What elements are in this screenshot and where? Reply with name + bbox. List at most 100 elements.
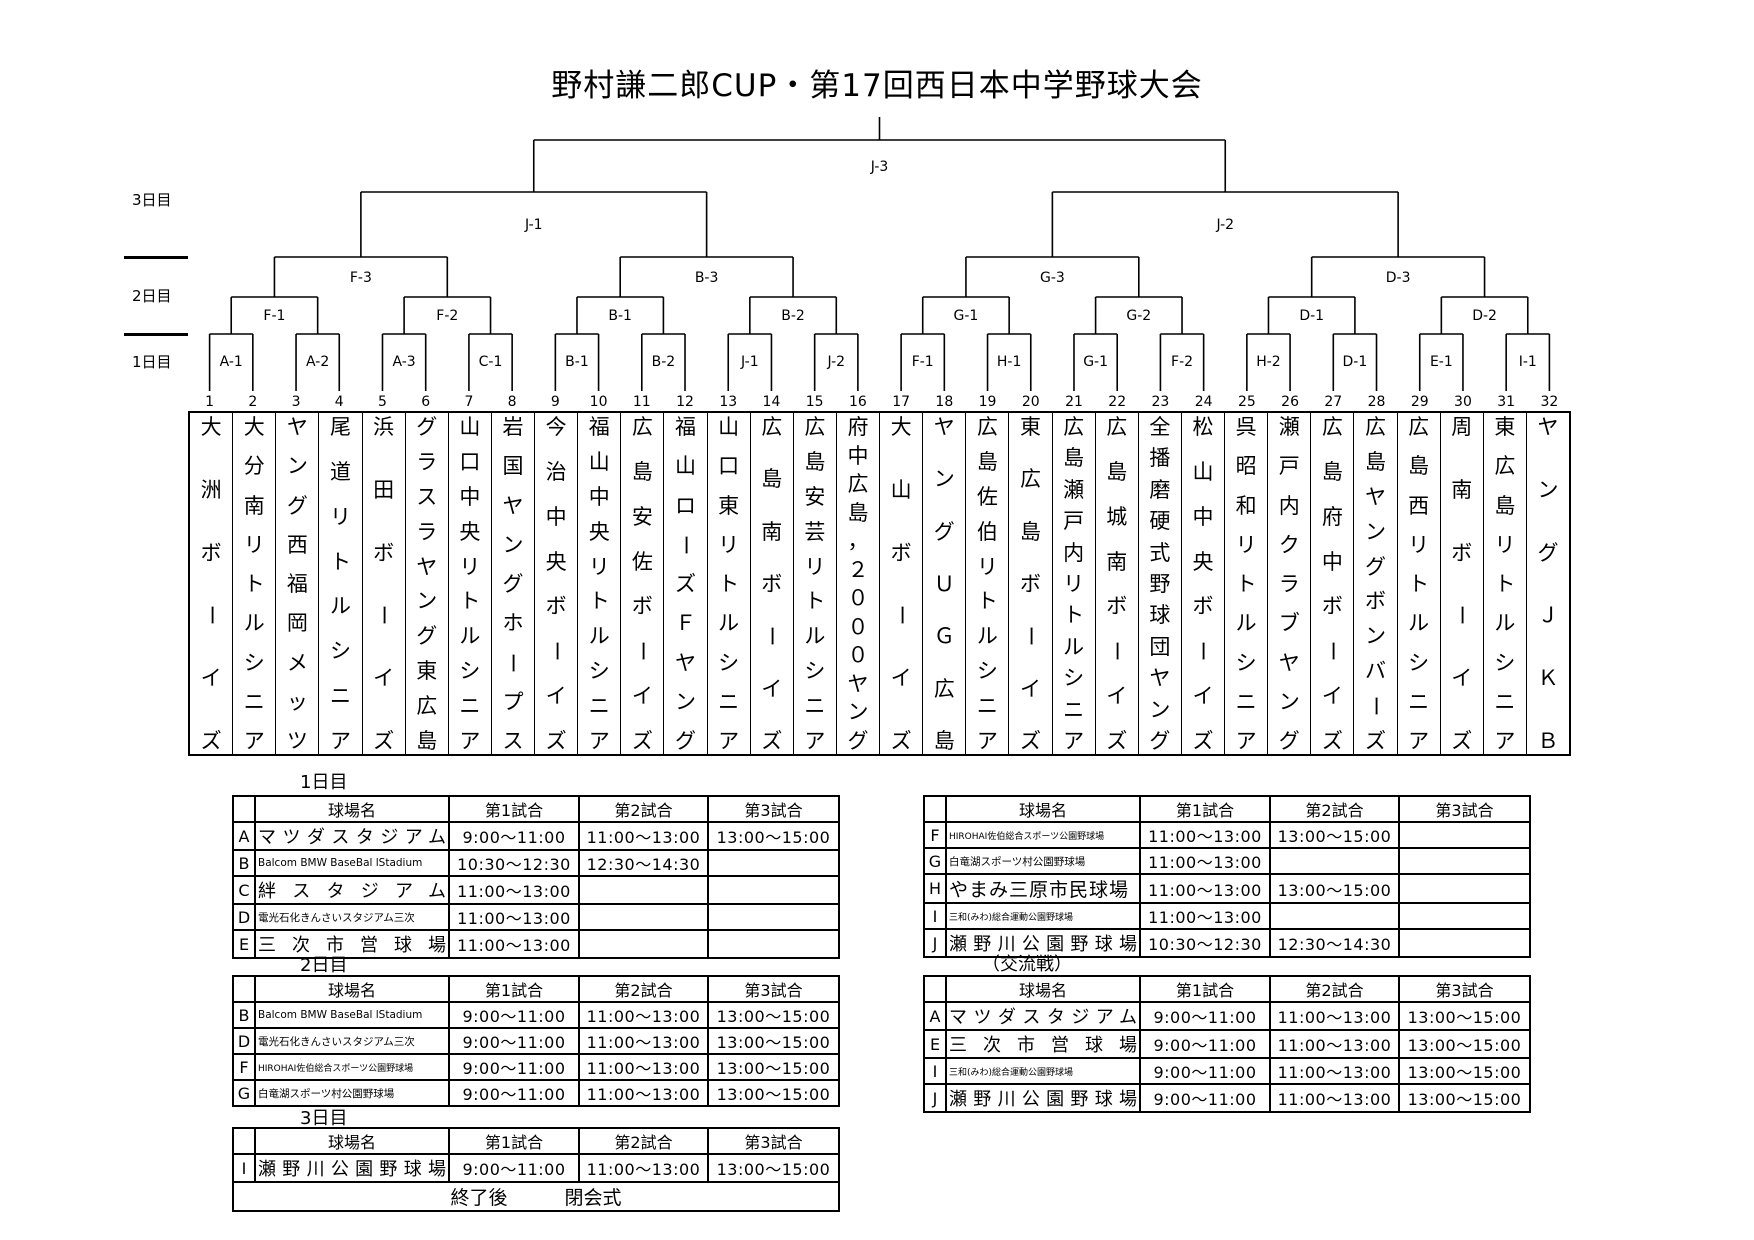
team-name-26: 瀬戸内クラブヤング bbox=[1268, 413, 1312, 754]
game-2-time bbox=[1269, 902, 1400, 930]
venue-code: D bbox=[232, 903, 256, 931]
game-1-time: 9:00～11:00 bbox=[448, 1053, 580, 1081]
game-2-time bbox=[578, 903, 709, 931]
game-1-time: 10:30～12:30 bbox=[1139, 928, 1271, 958]
venue-code: J bbox=[923, 928, 947, 958]
game-2-time: 11:00～13:00 bbox=[1269, 1057, 1400, 1085]
venue-code: H bbox=[923, 873, 947, 904]
header-game-3: 第3試合 bbox=[1398, 795, 1531, 823]
team-name-29: 広島西リトルシニア bbox=[1398, 413, 1441, 754]
round1-match-label: A-1 bbox=[220, 354, 243, 370]
game-2-time: 11:00～13:00 bbox=[1269, 1029, 1400, 1059]
seed-number: 23 bbox=[1152, 394, 1170, 410]
header-game-1: 第1試合 bbox=[448, 1127, 580, 1155]
venue-name: 三和(みわ)総合運動公園野球場 bbox=[945, 1057, 1141, 1085]
header-row: 球場名第1試合第2試合第3試合 bbox=[923, 975, 1531, 1003]
seed-number: 11 bbox=[633, 394, 651, 410]
game-1-time: 9:00～11:00 bbox=[448, 821, 580, 851]
game-2-time: 13:00～15:00 bbox=[1269, 821, 1400, 849]
round1-match-label: H-1 bbox=[997, 354, 1022, 370]
game-3-time bbox=[707, 903, 840, 931]
team-name-30: 周南ボーイズ bbox=[1441, 413, 1484, 754]
round1-match-label: E-1 bbox=[1430, 354, 1453, 370]
venue-name: Balcom BMW BaseBal lStadium bbox=[254, 1001, 450, 1029]
round2-match-label: G-2 bbox=[1126, 308, 1151, 324]
day2-schedule-label: 2日目 bbox=[300, 955, 348, 976]
round1-match-label: G-1 bbox=[1083, 354, 1108, 370]
venue-name: 瀬野川公園野球場 bbox=[945, 928, 1141, 958]
venue-code: E bbox=[923, 1029, 947, 1059]
header-venue: 球場名 bbox=[254, 1127, 450, 1155]
team-name-4: 尾道リトルシニア bbox=[319, 413, 363, 754]
venue-name: 白竜湖スポーツ村公園野球場 bbox=[254, 1079, 450, 1107]
team-name-28: 広島ヤングボンバーズ bbox=[1354, 413, 1398, 754]
game-2-time: 11:00～13:00 bbox=[578, 1153, 709, 1183]
round4-match-label: J-2 bbox=[1215, 217, 1234, 233]
round1-match-label: F-2 bbox=[1171, 354, 1193, 370]
venue-name: 電光石化きんさいスタジアム三次 bbox=[254, 1027, 450, 1055]
seed-number: 27 bbox=[1324, 394, 1342, 410]
game-2-time: 11:00～13:00 bbox=[1269, 1083, 1400, 1113]
day1-label: 1日目 bbox=[132, 353, 172, 371]
game-3-time: 13:00～15:00 bbox=[707, 1027, 840, 1055]
venue-code: A bbox=[923, 1001, 947, 1031]
round3-match-label: D-3 bbox=[1386, 270, 1411, 286]
team-name-15: 広島安芸リトルシニア bbox=[794, 413, 837, 754]
game-1-time: 9:00～11:00 bbox=[448, 1027, 580, 1055]
team-name-14: 広島南ボーイズ bbox=[751, 413, 794, 754]
seed-number: 29 bbox=[1411, 394, 1429, 410]
game-3-time: 13:00～15:00 bbox=[1398, 1001, 1531, 1031]
seed-number: 1 bbox=[205, 394, 214, 410]
game-3-time: 13:00～15:00 bbox=[1398, 1083, 1531, 1113]
game-1-time: 11:00～13:00 bbox=[448, 929, 580, 959]
day2-label: 2日目 bbox=[132, 287, 172, 305]
game-3-time bbox=[1398, 821, 1531, 849]
game-2-time: 11:00～13:00 bbox=[578, 1001, 709, 1029]
round1-match-label: I-1 bbox=[1519, 354, 1537, 370]
closing-ceremony: 終了後 閉会式 bbox=[232, 1181, 840, 1212]
header-game-2: 第2試合 bbox=[578, 795, 709, 823]
day-divider bbox=[124, 333, 188, 336]
game-2-time bbox=[578, 875, 709, 905]
venue-code: G bbox=[923, 847, 947, 875]
team-name-19: 広島佐伯リトルシニア bbox=[966, 413, 1010, 754]
header-row: 球場名第1試合第2試合第3試合 bbox=[232, 975, 840, 1003]
game-2-time: 11:00～13:00 bbox=[1269, 1001, 1400, 1031]
game-2-time: 13:00～15:00 bbox=[1269, 873, 1400, 904]
game-1-time: 11:00～13:00 bbox=[1139, 902, 1271, 930]
header-venue: 球場名 bbox=[254, 975, 450, 1003]
seed-number: 2 bbox=[248, 394, 257, 410]
header-game-1: 第1試合 bbox=[1139, 795, 1271, 823]
game-3-time bbox=[1398, 928, 1531, 958]
game-2-time bbox=[1269, 847, 1400, 875]
header-game-2: 第2試合 bbox=[578, 975, 709, 1003]
game-1-time: 11:00～13:00 bbox=[1139, 821, 1271, 849]
seed-number: 21 bbox=[1065, 394, 1083, 410]
header-blank bbox=[232, 795, 256, 823]
header-game-2: 第2試合 bbox=[1269, 795, 1400, 823]
header-blank bbox=[232, 1127, 256, 1155]
header-game-3: 第3試合 bbox=[707, 975, 840, 1003]
game-3-time: 13:00～15:00 bbox=[1398, 1057, 1531, 1085]
game-1-time: 11:00～13:00 bbox=[448, 875, 580, 905]
seed-number: 15 bbox=[806, 394, 824, 410]
team-name-25: 呉昭和リトルシニア bbox=[1225, 413, 1269, 754]
round1-match-label: H-2 bbox=[1256, 354, 1281, 370]
round2-match-label: G-1 bbox=[954, 308, 979, 324]
game-1-time: 9:00～11:00 bbox=[1139, 1029, 1271, 1059]
seed-number: 14 bbox=[763, 394, 781, 410]
team-name-9: 今治中央ボーイズ bbox=[535, 413, 579, 754]
venue-name: 絆スタジアム bbox=[254, 875, 450, 905]
game-2-time: 11:00～13:00 bbox=[578, 1079, 709, 1107]
